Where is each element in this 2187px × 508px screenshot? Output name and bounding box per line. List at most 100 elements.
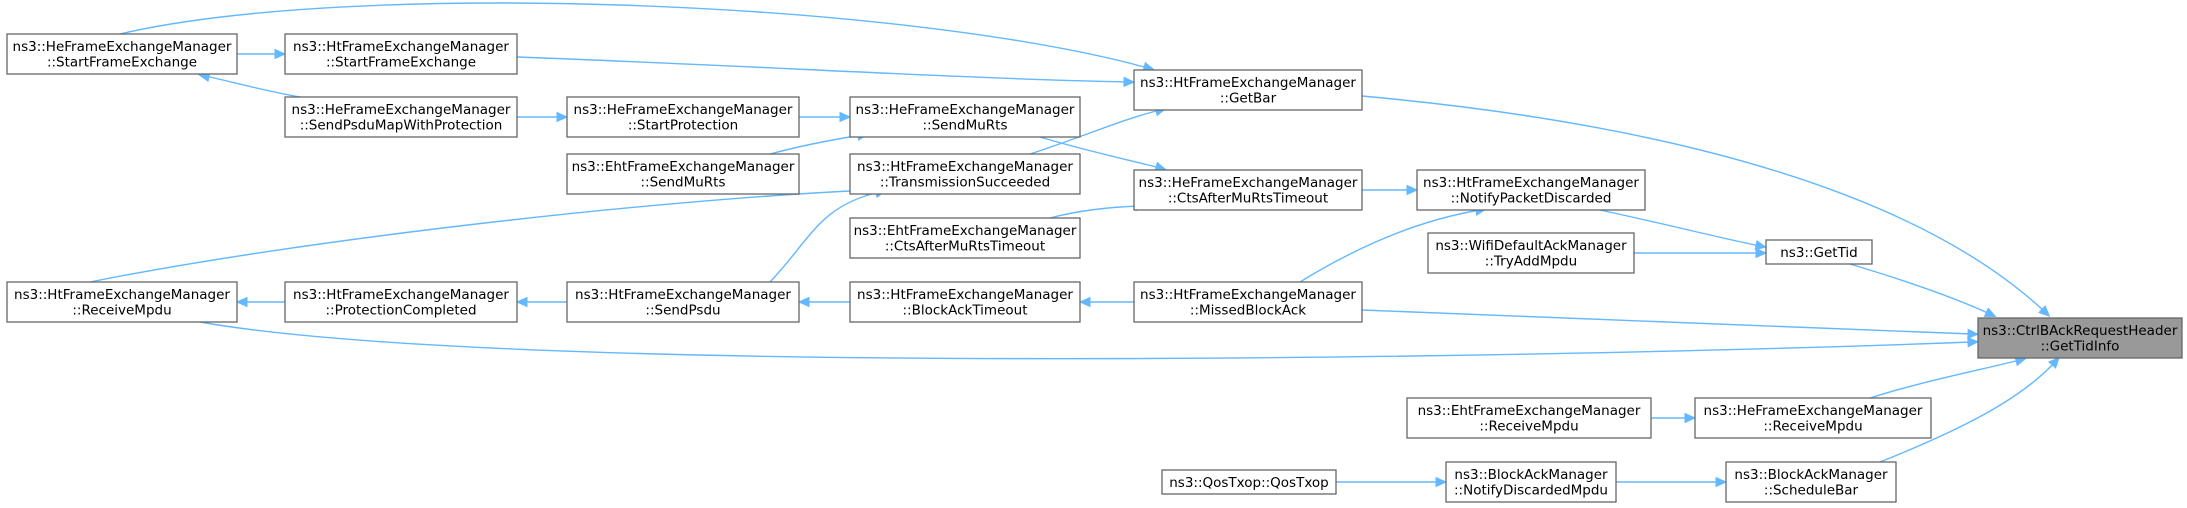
- edge-n19-n20: [1651, 412, 1697, 424]
- graph-node[interactable]: ns3::EhtFrameExchangeManager::ReceiveMpd…: [1406, 397, 1652, 439]
- graph-node[interactable]: ns3::HtFrameExchangeManager::SendPsdu: [566, 281, 800, 323]
- node-label-class: ns3::HeFrameExchangeManager: [856, 102, 1075, 118]
- node-label-class: ns3::HtFrameExchangeManager: [1140, 287, 1356, 303]
- edge-n4-n5: [517, 111, 569, 123]
- node-label-method: ::StartFrameExchange: [47, 55, 197, 71]
- edge-n4-n2: [197, 71, 301, 98]
- graph-node[interactable]: ns3::HeFrameExchangeManager::SendPsduMap…: [284, 96, 518, 138]
- node-label-class: ns3::HtFrameExchangeManager: [293, 39, 509, 55]
- graph-node[interactable]: ns3::HeFrameExchangeManager::StartFrameE…: [6, 33, 238, 75]
- arrowhead-icon: [235, 296, 248, 308]
- node-box: [1406, 397, 1652, 439]
- graph-node[interactable]: ns3::EhtFrameExchangeManager::SendMuRts: [566, 153, 800, 195]
- arrowhead-icon: [1754, 239, 1768, 251]
- graph-node[interactable]: ns3::HeFrameExchangeManager::CtsAfterMuR…: [1133, 169, 1363, 211]
- node-label-class: ns3::QosTxop::QosTxop: [1169, 475, 1329, 491]
- node-label-method: ::SendPsdu: [645, 303, 720, 319]
- node-label-class: ns3::HeFrameExchangeManager: [574, 102, 793, 118]
- graph-node[interactable]: ns3::QosTxop::QosTxop: [1161, 469, 1337, 495]
- node-box: [284, 33, 518, 75]
- arrowhead-icon: [1406, 184, 1419, 196]
- node-label-class: ns3::HeFrameExchangeManager: [1704, 403, 1923, 419]
- node-label-method: ::ReceiveMpdu: [72, 303, 171, 319]
- edge-line: [1869, 359, 2021, 399]
- node-box: [1725, 461, 1897, 503]
- node-box: [1445, 461, 1617, 503]
- graph-node[interactable]: ns3::EhtFrameExchangeManager::CtsAfterMu…: [849, 217, 1081, 259]
- edge-line: [769, 191, 881, 283]
- edge-line: [1029, 109, 1161, 155]
- graph-node[interactable]: ns3::HtFrameExchangeManager::NotifyPacke…: [1416, 169, 1646, 211]
- node-box: [1161, 469, 1337, 495]
- edge-n2-n1: [119, 2, 1155, 72]
- edge-line: [1361, 309, 1973, 335]
- node-label-class: ns3::HtFrameExchangeManager: [1140, 75, 1356, 91]
- nodes-layer: ns3::CtrlBAckRequestHeader::GetTidInfons…: [6, 33, 2183, 503]
- graph-node[interactable]: ns3::GetTid: [1765, 239, 1873, 265]
- node-label-method: ::ReceiveMpdu: [1479, 419, 1578, 435]
- graph-node[interactable]: ns3::HeFrameExchangeManager::StartProtec…: [566, 96, 800, 138]
- graph-node[interactable]: ns3::HeFrameExchangeManager::SendMuRts: [849, 96, 1081, 138]
- node-label-method: ::GetTidInfo: [2041, 339, 2120, 355]
- node-label-method: ::SendPsduMapWithProtection: [300, 118, 503, 134]
- graph-node[interactable]: ns3::HtFrameExchangeManager::ProtectionC…: [284, 281, 518, 323]
- node-label-class: ns3::HtFrameExchangeManager: [14, 287, 230, 303]
- arrowhead-icon: [1967, 328, 1980, 340]
- graph-node[interactable]: ns3::HtFrameExchangeManager::ReceiveMpdu: [6, 281, 238, 323]
- edge-line: [1879, 361, 2056, 463]
- edge-n18-n0: [1361, 309, 1980, 340]
- graph-node[interactable]: ns3::BlockAckManager::NotifyDiscardedMpd…: [1445, 461, 1617, 503]
- edge-line: [1599, 209, 1761, 247]
- edge-n15-n14: [235, 296, 285, 308]
- graph-node[interactable]: ns3::HeFrameExchangeManager::ReceiveMpdu: [1694, 397, 1932, 439]
- node-label-method: ::ScheduleBar: [1764, 483, 1859, 499]
- edge-n17-n16: [797, 296, 850, 308]
- edge-n11-n9: [1049, 200, 1148, 219]
- graph-node-target[interactable]: ns3::CtrlBAckRequestHeader::GetTidInfo: [1977, 317, 2183, 359]
- node-box: [6, 33, 238, 75]
- node-label-class: ns3::HeFrameExchangeManager: [13, 39, 232, 55]
- node-label-method: ::MissedBlockAck: [1190, 303, 1306, 319]
- node-box: [1765, 239, 1873, 265]
- node-label-method: ::ReceiveMpdu: [1763, 419, 1862, 435]
- graph-node[interactable]: ns3::HtFrameExchangeManager::GetBar: [1133, 69, 1363, 111]
- edge-line: [1361, 95, 2046, 313]
- node-label-class: ns3::CtrlBAckRequestHeader: [1983, 323, 2178, 339]
- edge-n5-n6: [799, 111, 852, 123]
- edge-n18-n17: [1078, 296, 1134, 308]
- node-label-class: ns3::WifiDefaultAckManager: [1435, 238, 1627, 254]
- node-label-method: ::TryAddMpdu: [1485, 254, 1577, 270]
- arrowhead-icon: [2038, 305, 2051, 317]
- graph-node[interactable]: ns3::WifiDefaultAckManager::TryAddMpdu: [1427, 232, 1635, 274]
- graph-node[interactable]: ns3::HtFrameExchangeManager::Transmissio…: [849, 153, 1081, 195]
- edge-line: [204, 75, 301, 98]
- arrowhead-icon: [839, 111, 852, 123]
- node-label-method: ::SendMuRts: [640, 175, 725, 191]
- arrowhead-icon: [1967, 336, 1980, 348]
- node-label-class: ns3::HtFrameExchangeManager: [857, 287, 1073, 303]
- node-label-method: ::NotifyDiscardedMpdu: [1454, 483, 1608, 499]
- edge-line: [199, 321, 1973, 360]
- node-box: [849, 153, 1081, 195]
- edge-line: [89, 189, 871, 283]
- graph-node[interactable]: ns3::HtFrameExchangeManager::StartFrameE…: [284, 33, 518, 75]
- graph-node[interactable]: ns3::HtFrameExchangeManager::BlockAckTim…: [849, 281, 1081, 323]
- edge-n22-n23: [1616, 476, 1728, 488]
- edge-n16-n15: [515, 296, 567, 308]
- arrowhead-icon: [2048, 356, 2060, 369]
- edge-n13-n0: [1849, 263, 1997, 318]
- node-label-method: ::NotifyPacketDiscarded: [1451, 191, 1612, 207]
- edge-n1-n0: [1361, 95, 2051, 317]
- graph-node[interactable]: ns3::HtFrameExchangeManager::MissedBlock…: [1133, 281, 1363, 323]
- node-label-method: ::BlockAckTimeout: [903, 303, 1028, 319]
- arrowhead-icon: [556, 111, 569, 123]
- edge-line: [516, 56, 1129, 83]
- node-label-class: ns3::EhtFrameExchangeManager: [1418, 403, 1641, 419]
- node-label-class: ns3::HtFrameExchangeManager: [1423, 175, 1639, 191]
- node-box: [566, 281, 800, 323]
- arrowhead-icon: [1715, 476, 1728, 488]
- node-box: [849, 96, 1081, 138]
- node-label-method: ::SendMuRts: [922, 118, 1007, 134]
- graph-node[interactable]: ns3::BlockAckManager::ScheduleBar: [1725, 461, 1897, 503]
- node-label-class: ns3::EhtFrameExchangeManager: [854, 223, 1077, 239]
